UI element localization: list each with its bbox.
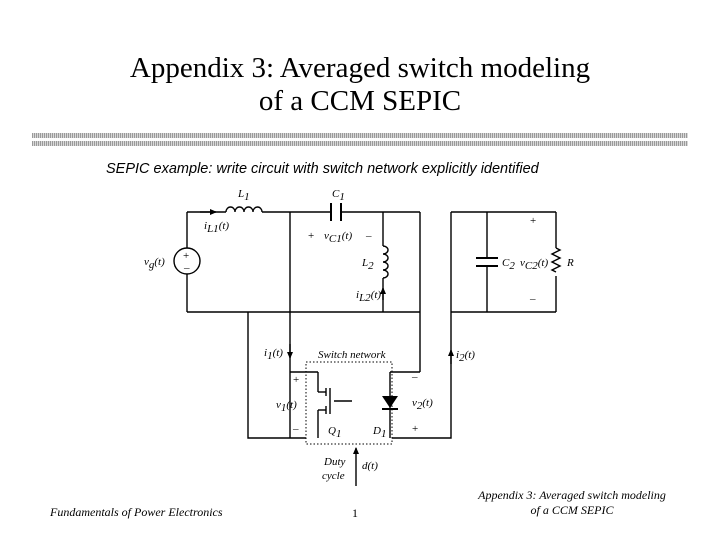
- footer-book-title: Fundamentals of Power Electronics: [50, 505, 223, 519]
- label-C2: C2: [502, 257, 515, 272]
- label-source-plus: +: [183, 250, 189, 262]
- inductor-L1: [225, 206, 263, 213]
- slide-title: Appendix 3: Averaged switch modeling of …: [0, 52, 720, 118]
- label-duty-line2: cycle: [322, 470, 345, 482]
- label-C1: C1: [332, 188, 345, 203]
- label-vC2: vC2(t): [520, 257, 548, 272]
- label-i1: i1(t): [264, 347, 283, 362]
- label-iL2: iL2(t): [356, 289, 381, 304]
- label-v2-minus: –: [411, 371, 418, 383]
- circuit-wires: [186, 211, 557, 439]
- capacitor-C2: [476, 257, 498, 267]
- label-d-t: d(t): [362, 460, 378, 472]
- label-switch-network: Switch network: [318, 349, 387, 361]
- footer-section-title: Appendix 3: Averaged switch modeling of …: [458, 488, 686, 518]
- title-line-1: Appendix 3: Averaged switch modeling: [129, 52, 591, 84]
- label-vC1-plus: +: [308, 230, 314, 242]
- title-line-2: of a CCM SEPIC: [258, 85, 462, 117]
- capacitor-C1: [330, 203, 342, 221]
- label-iL1: iL1(t): [204, 220, 229, 235]
- label-vC1-minus: –: [365, 230, 372, 242]
- title-rule-top: [32, 133, 688, 138]
- label-source-minus: –: [183, 262, 190, 274]
- label-v1-minus: –: [292, 423, 299, 435]
- label-v2: v2(t): [412, 397, 433, 412]
- label-L2: L2: [361, 257, 374, 272]
- label-vC1: vC1(t): [324, 230, 352, 245]
- footer-section-line-2: of a CCM SEPIC: [530, 503, 614, 517]
- label-duty-line1: Duty: [323, 456, 346, 468]
- inductor-L2: [382, 245, 389, 279]
- resistor-R: [550, 247, 562, 273]
- label-v1: v1(t): [276, 399, 297, 414]
- label-Q1: Q1: [328, 425, 341, 440]
- footer-section-line-1: Appendix 3: Averaged switch modeling: [478, 488, 666, 502]
- label-R: R: [566, 257, 574, 269]
- title-rule-bottom: [32, 141, 688, 146]
- diode-D1: [382, 396, 398, 410]
- voltage-source-vg: [173, 247, 201, 275]
- label-v1-plus: +: [293, 374, 299, 386]
- label-vg: vg(t): [144, 256, 165, 271]
- page-number: 1: [352, 506, 358, 520]
- label-vout-minus: –: [529, 293, 536, 305]
- label-D1: D1: [372, 425, 386, 440]
- label-vout-plus: +: [530, 215, 536, 227]
- slide-subtitle: SEPIC example: write circuit with switch…: [106, 161, 539, 177]
- label-i2: i2(t): [456, 349, 475, 364]
- label-v2-plus: +: [412, 423, 418, 435]
- label-L1: L1: [237, 188, 250, 203]
